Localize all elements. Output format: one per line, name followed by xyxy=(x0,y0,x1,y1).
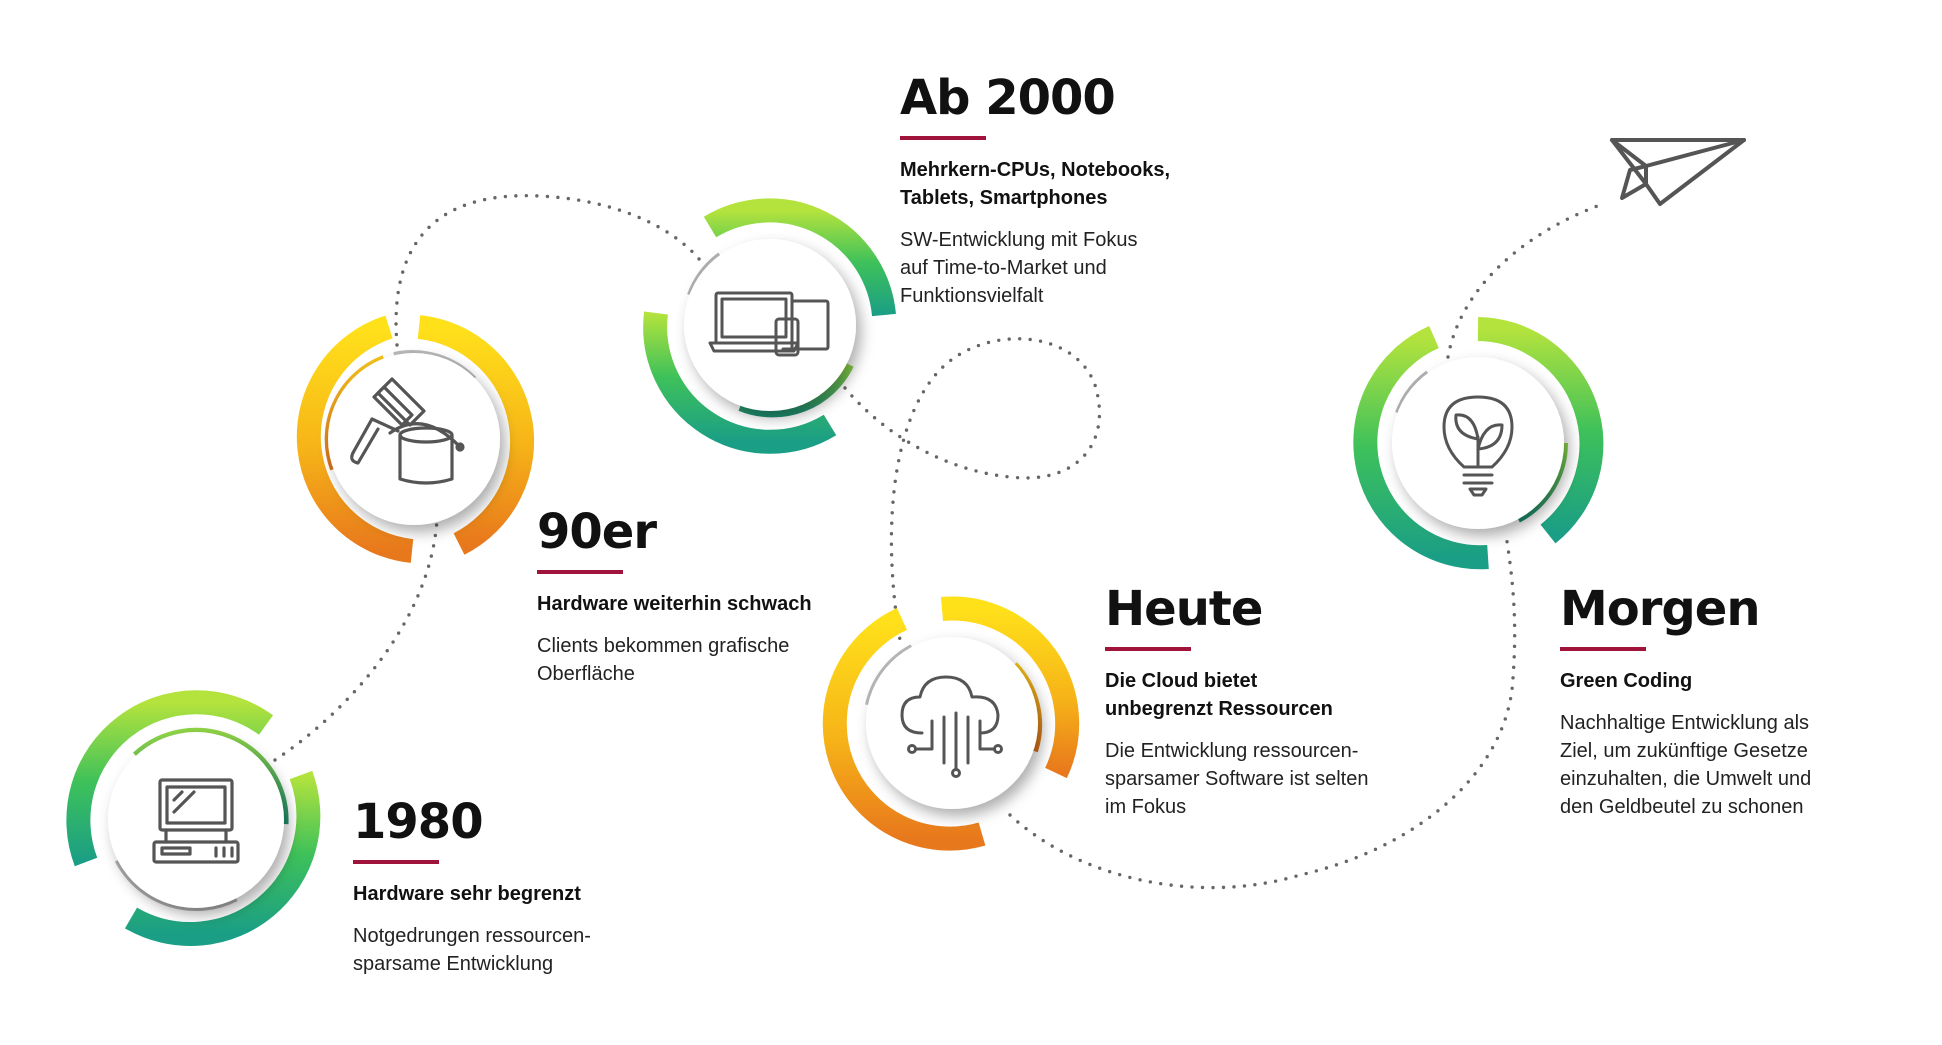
milestone-1980: 1980 Hardware sehr begrenzt Notgedrungen… xyxy=(353,796,591,978)
milestone-description: Notgedrungen ressourcen- sparsame Entwic… xyxy=(353,925,591,975)
node-disc xyxy=(108,732,284,908)
accent-bar xyxy=(353,860,439,864)
accent-bar xyxy=(1560,647,1646,651)
path-segment-2000-loop-to-heute xyxy=(843,337,1102,642)
milestone-title: Heute xyxy=(1105,581,1263,637)
node-1980 xyxy=(66,690,321,947)
lightbulb-leaf-icon xyxy=(1442,395,1514,497)
milestone-90er: 90er Hardware weiterhin schwach Clients … xyxy=(537,506,812,688)
milestone-heute: Heute Die Cloud bietet unbegrenzt Ressou… xyxy=(1105,583,1368,821)
milestone-description: SW-Entwicklung mit Fokus auf Time-to-Mar… xyxy=(900,229,1138,307)
milestone-subtitle: Die Cloud bietet unbegrenzt Ressourcen xyxy=(1105,670,1333,720)
paper-plane-icon xyxy=(1610,138,1746,206)
milestone-morgen: Morgen Green Coding Nachhaltige Entwickl… xyxy=(1560,583,1811,821)
node-morgen xyxy=(1353,317,1604,570)
devices-icon xyxy=(708,291,830,357)
milestone-description: Nachhaltige Entwicklung als Ziel, um zuk… xyxy=(1560,712,1812,818)
milestone-description: Clients bekommen grafische Oberfläche xyxy=(537,635,790,685)
computer-icon xyxy=(152,778,240,864)
node-disc xyxy=(684,239,856,411)
node-ab2000 xyxy=(643,198,896,454)
accent-bar xyxy=(537,570,623,574)
milestone-ab2000: Ab 2000 Mehrkern-CPUs, Notebooks, Tablet… xyxy=(900,72,1170,310)
path-segment-1980-to-90er xyxy=(273,518,439,762)
milestone-title: 90er xyxy=(537,504,657,560)
milestone-title: Ab 2000 xyxy=(900,70,1116,126)
path-segment-morgen-to-plane xyxy=(1446,203,1602,359)
accent-bar xyxy=(900,136,986,140)
node-90er xyxy=(296,315,535,563)
milestone-subtitle: Hardware weiterhin schwach xyxy=(537,593,812,615)
path-segment-heute-to-morgen xyxy=(1008,533,1517,890)
milestone-description: Die Entwicklung ressourcen- sparsamer So… xyxy=(1105,740,1369,818)
milestone-title: 1980 xyxy=(353,794,484,850)
node-disc xyxy=(866,637,1038,809)
milestone-title: Morgen xyxy=(1560,581,1761,637)
milestone-nodes xyxy=(66,198,1604,947)
milestone-subtitle: Hardware sehr begrenzt xyxy=(353,883,581,905)
milestone-subtitle: Mehrkern-CPUs, Notebooks, Tablets, Smart… xyxy=(900,159,1171,209)
milestone-subtitle: Green Coding xyxy=(1560,670,1693,692)
accent-bar xyxy=(1105,647,1191,651)
paint-brush-bucket-icon xyxy=(350,377,465,485)
dotted-timeline-path xyxy=(273,194,1602,890)
path-segment-90er-to-2000 xyxy=(394,194,708,347)
node-disc xyxy=(328,353,500,525)
cloud-network-icon xyxy=(900,675,1003,778)
node-heute xyxy=(822,596,1080,851)
